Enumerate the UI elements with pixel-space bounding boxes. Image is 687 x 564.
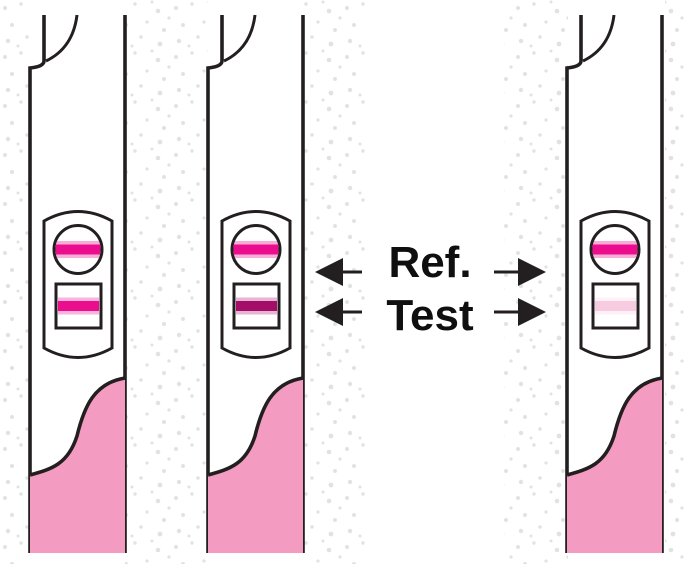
arrow-head [518,298,546,326]
speckle-band [504,0,568,564]
sample-wick [208,378,303,553]
arrow-head [315,298,343,326]
test-arrow-right-icon [494,298,546,326]
speckle-band [303,0,366,564]
arrow-head [518,258,546,286]
sample-wick-edge [566,376,663,477]
test-line [595,301,636,311]
speckle-band [665,0,687,564]
stick-left-edge [28,15,46,553]
stick-left-edge [206,15,224,553]
ref-arrow-right-icon [494,258,546,286]
test-line [236,301,277,311]
sample-wick [30,378,125,553]
ref-line-group [233,241,279,258]
cap-seam [45,14,79,63]
ref-line [592,244,638,255]
sample-wick-edge [207,376,304,477]
cap-seam [582,14,616,63]
ref-arrow-left-icon [315,258,362,286]
arrow-head [315,258,343,286]
ref-line-group [592,241,638,258]
stick-left-edge [565,15,583,553]
ref-line [233,244,279,255]
test-stick-2 [206,14,305,553]
test-arrow-left-icon [315,298,362,326]
ref-label: Ref. [388,238,472,287]
cap-seam [223,14,257,63]
annotation-arrows [315,258,546,326]
ref-line [55,244,101,255]
sample-wick-edge [29,376,126,477]
test-line [58,301,99,311]
ref-line-group [55,241,101,258]
sample-wick [567,378,662,553]
test-stick-3 [565,14,664,553]
speckle-band [125,0,208,564]
speckle-band [0,0,30,564]
test-stick-1 [28,14,127,553]
test-label: Test [386,291,474,340]
